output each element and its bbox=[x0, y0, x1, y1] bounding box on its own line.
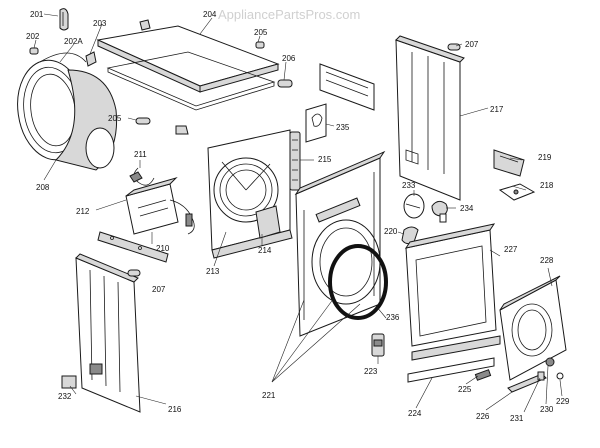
part-223-latch[interactable] bbox=[371, 333, 385, 357]
label-202A[interactable]: 202A bbox=[64, 37, 83, 46]
part-236-gasket[interactable] bbox=[328, 244, 388, 320]
part-206-sensor[interactable] bbox=[277, 79, 293, 88]
label-219[interactable]: 219 bbox=[538, 153, 552, 162]
label-235[interactable]: 235 bbox=[336, 123, 350, 132]
part-213-rear-frame[interactable] bbox=[207, 129, 293, 259]
part-235-plate[interactable] bbox=[305, 103, 327, 143]
part-207-pad[interactable] bbox=[447, 43, 461, 51]
part-207-pad-lower[interactable] bbox=[127, 269, 141, 277]
part-202-screw[interactable] bbox=[29, 47, 39, 55]
part-218-lid[interactable] bbox=[498, 183, 536, 201]
label-226[interactable]: 226 bbox=[476, 412, 490, 421]
label-205a[interactable]: 205 bbox=[254, 28, 268, 37]
label-218[interactable]: 218 bbox=[540, 181, 554, 190]
part-229-230-231-fasteners[interactable] bbox=[537, 357, 564, 381]
label-214[interactable]: 214 bbox=[258, 246, 272, 255]
part-232-label[interactable] bbox=[61, 375, 77, 389]
part-233-disc[interactable] bbox=[403, 193, 425, 219]
part-234-knob[interactable] bbox=[431, 200, 448, 223]
label-221[interactable]: 221 bbox=[262, 391, 276, 400]
label-212[interactable]: 212 bbox=[76, 207, 90, 216]
label-230[interactable]: 230 bbox=[540, 405, 554, 414]
label-215[interactable]: 215 bbox=[318, 155, 332, 164]
part-215-vent-strip[interactable] bbox=[289, 131, 301, 191]
part-227-front-panel[interactable] bbox=[404, 223, 497, 347]
leader-lines bbox=[33, 13, 563, 413]
part-212-control-module[interactable] bbox=[125, 176, 195, 235]
label-227[interactable]: 227 bbox=[504, 245, 518, 254]
part-217-side-panel[interactable] bbox=[319, 35, 465, 201]
label-207a[interactable]: 207 bbox=[465, 40, 479, 49]
part-225-hinge[interactable] bbox=[474, 369, 492, 381]
label-211[interactable]: 211 bbox=[134, 150, 147, 159]
label-224[interactable]: 224 bbox=[408, 409, 422, 418]
part-226-handle[interactable] bbox=[507, 373, 547, 393]
label-213[interactable]: 213 bbox=[206, 267, 220, 276]
part-211-wiring[interactable] bbox=[129, 167, 155, 186]
part-203-clip[interactable] bbox=[85, 19, 151, 67]
label-205b[interactable]: 205 bbox=[108, 114, 122, 123]
label-203[interactable]: 203 bbox=[93, 19, 107, 28]
label-201[interactable]: 201 bbox=[30, 10, 44, 19]
label-217[interactable]: 217 bbox=[490, 105, 504, 114]
label-204[interactable]: 204 bbox=[203, 10, 217, 19]
watermark: AppliancePartsPros.com bbox=[218, 7, 360, 22]
label-223[interactable]: 223 bbox=[364, 367, 378, 376]
label-207b[interactable]: 207 bbox=[152, 285, 166, 294]
part-224-kick-panel[interactable] bbox=[407, 335, 501, 383]
label-216[interactable]: 216 bbox=[168, 405, 182, 414]
label-210[interactable]: 210 bbox=[156, 244, 170, 253]
label-232[interactable]: 232 bbox=[58, 392, 72, 401]
part-221-front-frame[interactable] bbox=[294, 150, 386, 337]
label-206[interactable]: 206 bbox=[282, 54, 296, 63]
label-202[interactable]: 202 bbox=[26, 32, 40, 41]
part-210-bracket[interactable] bbox=[97, 231, 169, 263]
part-labels: 201 202 202A 203 204 205 205 206 207 207… bbox=[26, 10, 570, 423]
label-236[interactable]: 236 bbox=[386, 313, 400, 322]
part-216-side-panel[interactable] bbox=[75, 253, 141, 413]
label-225[interactable]: 225 bbox=[458, 385, 472, 394]
part-208-door-boot[interactable] bbox=[11, 52, 118, 171]
label-208[interactable]: 208 bbox=[36, 183, 50, 192]
label-229[interactable]: 229 bbox=[556, 397, 570, 406]
part-204-top-panel[interactable] bbox=[96, 25, 280, 111]
part-228-door[interactable] bbox=[499, 275, 567, 381]
label-231[interactable]: 231 bbox=[510, 414, 524, 423]
part-205-clip[interactable] bbox=[135, 41, 265, 135]
part-201-bracket[interactable] bbox=[59, 8, 69, 31]
label-220[interactable]: 220 bbox=[384, 227, 398, 236]
part-219-cover[interactable] bbox=[493, 149, 525, 177]
label-233[interactable]: 233 bbox=[402, 181, 416, 190]
label-228[interactable]: 228 bbox=[540, 256, 554, 265]
label-234[interactable]: 234 bbox=[460, 204, 474, 213]
